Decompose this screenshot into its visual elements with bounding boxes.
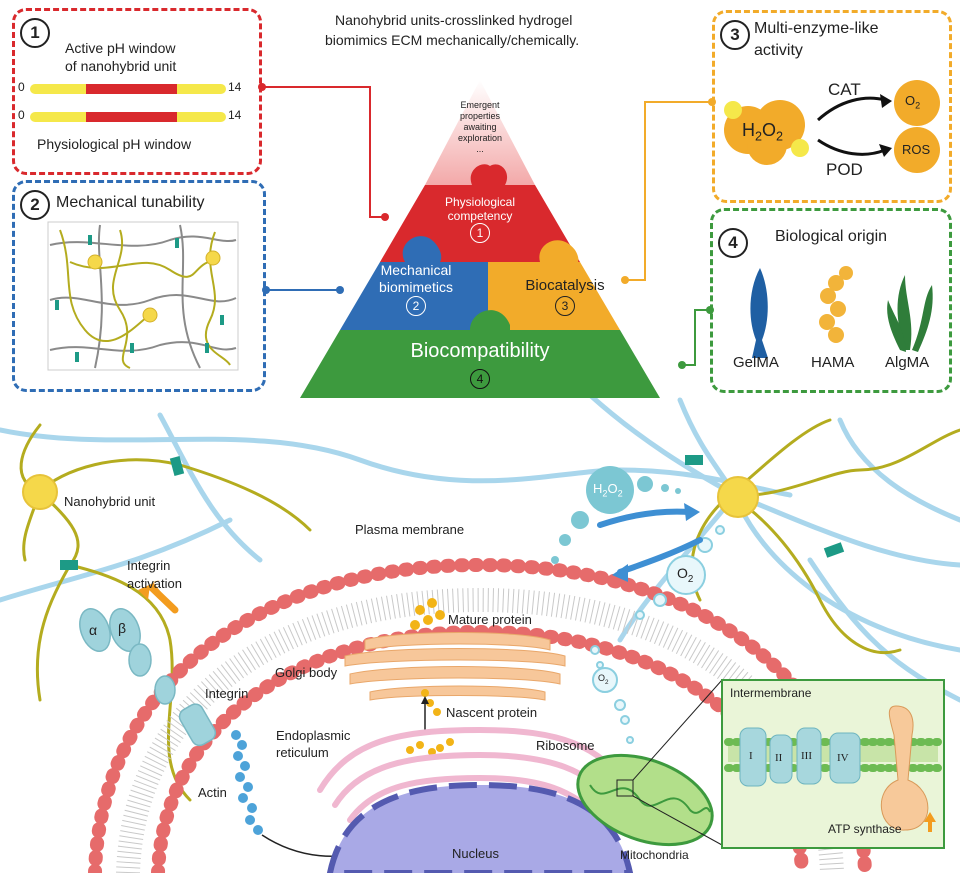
pyramid-top — [425, 80, 535, 185]
complex-i-label: I — [749, 750, 753, 762]
enzyme-illustration — [724, 80, 940, 173]
crosslinks — [60, 455, 845, 570]
pyramid-tier1 — [380, 164, 580, 262]
mitochondria — [576, 679, 723, 847]
box-mechanical-tunability — [12, 180, 266, 392]
ph-scale-max-bottom: 14 — [228, 108, 242, 122]
integrin-activation-arrow — [138, 580, 175, 610]
mature-protein — [410, 598, 445, 630]
seaweed-icon — [887, 275, 933, 352]
ph-scale-min-top: 0 — [18, 80, 25, 94]
hama-label: HAMA — [811, 354, 855, 371]
actin — [231, 730, 263, 835]
er-label-line1: Endoplasmic — [276, 728, 351, 743]
pod-label: POD — [826, 160, 863, 179]
integrin-activation-line2: activation — [127, 576, 182, 591]
multi-enzyme-label-line1: Multi-enzyme-like — [754, 20, 879, 37]
biocompatibility-label: Biocompatibility 4 — [395, 338, 565, 390]
h2o2-label: H2O2 — [742, 120, 784, 144]
intermembrane-label: Intermembrane — [730, 686, 812, 700]
gelma-label: GelMA — [733, 354, 779, 371]
figure-title-line2: biomimics ECM mechanically/chemically. — [325, 32, 580, 48]
active-ph-bar — [30, 84, 226, 94]
nucleus-label: Nucleus — [452, 846, 499, 861]
integrin — [79, 608, 217, 747]
nanohybrid-unit-left — [22, 474, 58, 510]
active-ph-label-line2: of nanohybrid unit — [65, 58, 177, 74]
mitochondria-label: Mitochondria — [620, 848, 689, 862]
box3-number: 3 — [720, 20, 750, 50]
integrin-label: Integrin — [205, 686, 249, 701]
atp-synthase-label: ATP synthase — [828, 822, 902, 836]
biological-origin-label: Biological origin — [775, 228, 888, 245]
mature-protein-label: Mature protein — [448, 612, 532, 627]
box-ph-window — [12, 8, 262, 175]
mesh-illustration — [47, 221, 239, 371]
h2o2-cell-label: H2O2 — [593, 481, 623, 499]
pyramid-top-text: Emergent properties awaiting exploration… — [457, 100, 503, 154]
actin-label: Actin — [198, 785, 227, 800]
chain-icon — [819, 266, 853, 343]
complex-iv-label: IV — [837, 752, 849, 764]
box-biological-origin — [710, 208, 952, 393]
biocatalysis-label: Biocatalysis 3 — [510, 276, 620, 316]
physiological-competency-label: Physiological competency 1 — [430, 195, 530, 243]
physiological-ph-label: Physiological pH window — [37, 136, 192, 152]
pyramid-tier2-right — [470, 240, 620, 330]
box4-number: 4 — [718, 228, 748, 258]
nanohybrid-unit-right — [717, 476, 759, 518]
h2o2-influx-arrow — [597, 508, 693, 528]
alpha-label: α — [89, 622, 98, 638]
intermembrane-inset — [721, 679, 945, 849]
er-label-line2: reticulum — [276, 745, 329, 760]
pyramid — [300, 80, 660, 398]
golgi-body — [344, 632, 566, 701]
ribosome-label: Ribosome — [536, 738, 595, 753]
h2o2-bubbles — [551, 466, 681, 564]
nascent-protein — [406, 689, 454, 756]
ph-scale-min-bottom: 0 — [18, 108, 25, 122]
multi-enzyme-label-line2: activity — [754, 42, 803, 59]
mechanical-biomimetics-label: Mechanical biomimetics 2 — [366, 262, 466, 316]
physiological-ph-window-fill — [86, 112, 177, 122]
integrin-activation-line1: Integrin — [127, 558, 171, 573]
ros-product-label: ROS — [902, 142, 931, 157]
beta-label: β — [118, 620, 127, 636]
cat-label: CAT — [828, 80, 861, 99]
pyramid-tier3 — [300, 310, 660, 398]
o2-product-label: O2 — [905, 93, 921, 111]
active-ph-window-fill — [86, 84, 177, 94]
box2-number: 2 — [20, 190, 50, 220]
o2-cell-label: O2 — [677, 565, 694, 585]
physiological-ph-bar — [30, 112, 226, 122]
pyramid-tier2-left — [340, 236, 505, 343]
o2-small-label: O2 — [598, 673, 609, 686]
nanohybrid-unit-label: Nanohybrid unit — [64, 494, 156, 509]
golgi-body-label: Golgi body — [275, 665, 338, 680]
fish-icon — [750, 268, 768, 358]
o2-bubbles — [590, 525, 725, 744]
complex-iii-label: III — [801, 750, 812, 762]
box-multi-enzyme — [712, 10, 952, 203]
mechanical-tunability-label: Mechanical tunability — [56, 194, 205, 211]
active-ph-label-line1: Active pH window — [65, 40, 176, 56]
nascent-protein-label: Nascent protein — [446, 705, 538, 720]
complex-ii-label: II — [775, 752, 783, 764]
ph-scale-max-top: 14 — [228, 80, 242, 94]
figure-title-line1: Nanohybrid units-crosslinked hydrogel — [335, 12, 573, 28]
algma-label: AlgMA — [885, 354, 930, 371]
box1-number: 1 — [20, 18, 50, 48]
plasma-membrane-label: Plasma membrane — [355, 522, 465, 537]
